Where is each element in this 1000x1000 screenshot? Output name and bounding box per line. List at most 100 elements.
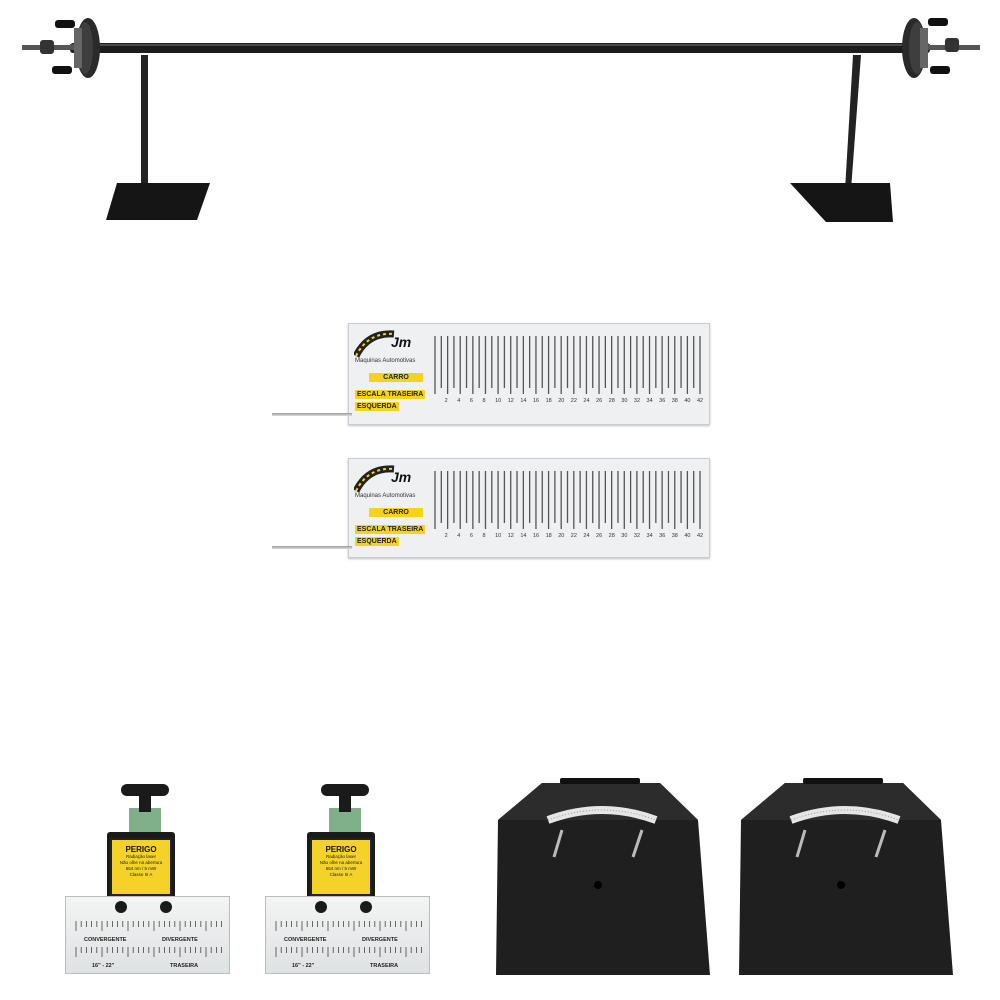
tick-number: 18: [545, 533, 552, 539]
ruler-label-bottom-right: TRASEIRA: [170, 963, 199, 969]
tick-number: 2: [444, 398, 448, 404]
ruler-label-left: CONVERGENTE: [84, 937, 127, 943]
tick-number: 42: [697, 398, 704, 404]
tick-number: 4: [457, 398, 461, 404]
warning-line: 654 nm / 5 mW: [325, 866, 357, 871]
scale-card-1-needle: [272, 413, 352, 416]
tick-number: 24: [583, 398, 590, 404]
warning-line: Não olhe na abertura: [119, 860, 163, 865]
brand-text: Maquinas Automotivas: [355, 358, 416, 364]
warning-line: Classe III A: [129, 872, 153, 877]
tick-number: 36: [659, 398, 666, 404]
warning-line: Radiação laser: [125, 854, 157, 859]
tick-number: 32: [633, 533, 641, 539]
tick-number: 36: [659, 533, 666, 539]
tick-number: 12: [507, 398, 514, 404]
brand-logo-text: Jm: [391, 469, 412, 485]
tick-number: 26: [596, 398, 603, 404]
adjustment-knob-icon: [121, 784, 169, 832]
tick-number: 40: [684, 533, 691, 539]
tick-number: 22: [570, 533, 577, 539]
left-stand-base: [106, 183, 210, 220]
ruler-ticks: [75, 901, 223, 957]
tick-number: 30: [621, 398, 628, 404]
tick-number: 28: [608, 533, 615, 539]
card-label: CARRO: [369, 373, 423, 382]
warning-line: 654 nm / 5 mW: [125, 866, 157, 871]
tire-logo-icon: [352, 330, 395, 358]
right-stand-base: [790, 183, 893, 222]
brand-logo: [352, 330, 424, 358]
tick-number: 28: [608, 398, 615, 404]
tick-number: 40: [684, 398, 691, 404]
warning-title: PERIGO: [125, 845, 157, 854]
tick-number: 34: [646, 533, 653, 539]
tick-number: 16: [532, 533, 540, 539]
tick-number: 18: [545, 398, 552, 404]
card-label: CARRO: [369, 508, 423, 517]
tire-logo-icon: [352, 465, 395, 493]
tick-number: 30: [621, 533, 628, 539]
tick-number: 24: [583, 533, 590, 539]
card-label: ESCALA TRASEIRA: [355, 390, 426, 399]
mount-hole: [360, 901, 372, 913]
brand-logo: [352, 465, 424, 493]
tick-number: 10: [495, 533, 502, 539]
card-label: ESCALA TRASEIRA: [355, 525, 426, 534]
mount-hole: [315, 901, 327, 913]
tick-number: 32: [633, 398, 641, 404]
tick-number: 6: [469, 533, 473, 539]
axle-bar-assembly: [22, 18, 980, 222]
scale-ticks: [434, 471, 701, 529]
tick-number: 6: [469, 398, 473, 404]
ruler-label-right: DIVERGENTE: [162, 937, 198, 943]
card-label: ESQUERDA: [355, 537, 399, 546]
adjustment-knob-icon: [321, 784, 369, 832]
warning-line: Não olhe na abertura: [319, 860, 363, 865]
warning-line: Radiação laser: [325, 854, 357, 859]
brand-logo-text: Jm: [391, 334, 412, 350]
right-stand-post: [845, 55, 861, 190]
left-stand-post: [141, 55, 148, 190]
scale-ticks: [434, 336, 701, 394]
tick-number: 8: [482, 533, 486, 539]
laser-ruler: CONVERGENTE DIVERGENTE 16" - 22" TRASEIRA: [265, 896, 430, 974]
tick-number: 20: [558, 533, 565, 539]
ruler-label-bottom-left: 16" - 22": [92, 963, 115, 969]
tick-number: 34: [646, 398, 653, 404]
tick-number: 10: [495, 398, 502, 404]
brand-text: Maquinas Automotivas: [355, 493, 416, 499]
warning-line: Classe III A: [329, 872, 353, 877]
reflector-plate-1: [496, 778, 710, 975]
tick-number: 22: [570, 398, 577, 404]
warning-title: PERIGO: [325, 845, 357, 854]
tick-number: 38: [671, 398, 678, 404]
tick-number: 26: [596, 533, 603, 539]
right-hub-clamp: [902, 18, 980, 78]
card-label: ESQUERDA: [355, 402, 399, 411]
left-hub-clamp: [22, 18, 100, 78]
tick-number: 42: [697, 533, 704, 539]
tick-number: 14: [520, 533, 527, 539]
ruler-label-left: CONVERGENTE: [284, 937, 327, 943]
scale-card-2-needle: [272, 546, 352, 549]
mount-hole: [115, 901, 127, 913]
mount-hole: [160, 901, 172, 913]
tick-number: 38: [671, 533, 678, 539]
ruler-ticks: [275, 901, 423, 957]
tick-number: 8: [482, 398, 486, 404]
tick-number: 20: [558, 398, 565, 404]
tick-number: 4: [457, 533, 461, 539]
ruler-label-bottom-right: TRASEIRA: [370, 963, 399, 969]
tick-number: 12: [507, 533, 514, 539]
reflector-plate-2: [739, 778, 953, 975]
tick-number: 16: [532, 398, 540, 404]
tick-number: 2: [444, 533, 448, 539]
ruler-label-right: DIVERGENTE: [362, 937, 398, 943]
ruler-label-bottom-left: 16" - 22": [292, 963, 315, 969]
